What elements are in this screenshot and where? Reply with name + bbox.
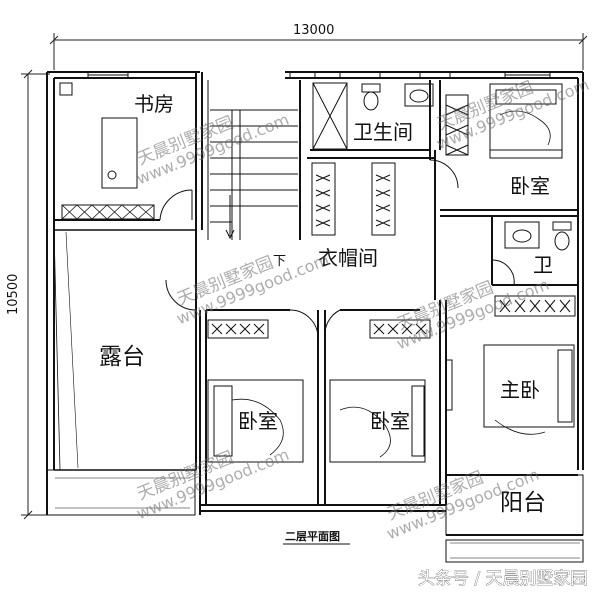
bedroom-mid-right-label: 卧室 (370, 409, 410, 433)
cloakroom (307, 150, 436, 300)
stair-down-mark: 下 (273, 254, 286, 269)
small-bathroom-label: 卫 (533, 253, 553, 277)
top-windows (87, 71, 551, 79)
balcony-label: 阳台 (500, 490, 546, 516)
width-dimension-label: 13000 (293, 23, 334, 38)
study-room (54, 72, 203, 230)
bedroom-mid-left (207, 309, 319, 463)
dimension-left (21, 69, 50, 520)
staircase (207, 80, 301, 240)
watermark-3: 天晨别墅家园 www.9999good.com (174, 250, 332, 329)
dimension-top (49, 33, 588, 70)
watermark-4: 天晨别墅家园 www.9999good.com (394, 275, 552, 354)
cloakroom-label: 衣帽间 (318, 246, 378, 270)
bedroom-ne-label: 卧室 (510, 174, 550, 198)
height-dimension-label: 10500 (6, 274, 21, 315)
small-bathroom (491, 216, 578, 286)
plan-title: 二层平面图 (285, 530, 340, 543)
credit-text: 头条号 / 天晨别墅家园 (418, 569, 588, 589)
bedroom-ne (439, 80, 578, 217)
main-bathroom-label: 卫生间 (353, 120, 413, 144)
bedroom-mid-left-label: 卧室 (238, 409, 278, 433)
master-bedroom-label: 主卧 (500, 378, 540, 402)
main-bathroom (310, 80, 459, 189)
watermark-5: 天晨别墅家园 www.9999good.com (134, 445, 292, 524)
study-label: 书房 (134, 92, 174, 116)
bedroom-mid-right (324, 309, 431, 463)
terrace (46, 229, 197, 516)
interior-walls (199, 300, 447, 515)
balcony (445, 474, 584, 563)
terrace-label: 露台 (99, 344, 145, 370)
